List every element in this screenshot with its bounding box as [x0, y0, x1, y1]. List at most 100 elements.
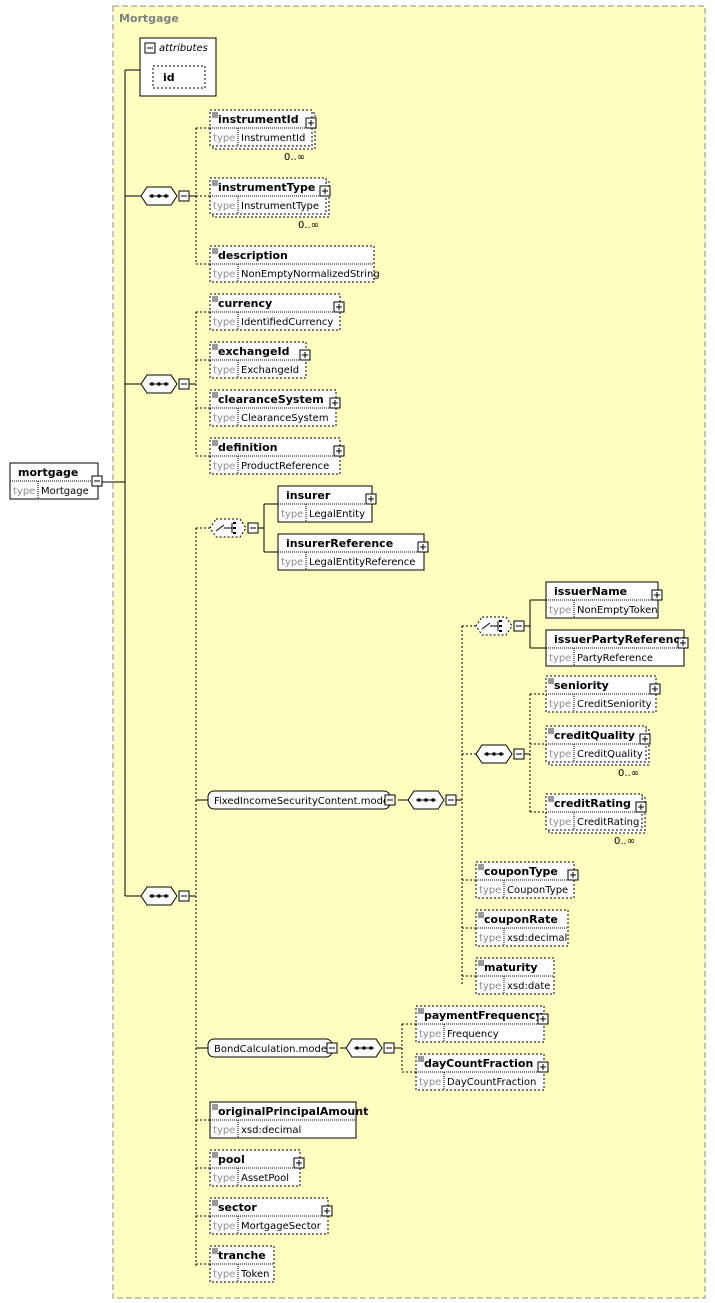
element-name: paymentFrequency [424, 1009, 543, 1022]
element-description[interactable] [209, 245, 375, 283]
annotation-icon [478, 960, 484, 966]
type-key: type [549, 749, 571, 760]
type-value: NonEmptyToken [577, 605, 658, 616]
type-value: CreditQuality [577, 749, 643, 760]
element-seniority[interactable] [545, 675, 657, 713]
type-value: Token [240, 1269, 269, 1280]
type-value: InstrumentId [241, 133, 305, 144]
element-name: insurerReference [286, 537, 393, 550]
annotation-icon [212, 1152, 218, 1158]
attributes-title: attributes [159, 43, 208, 54]
annotation-icon [212, 180, 218, 186]
type-key: type [213, 1269, 235, 1280]
element-sector[interactable] [209, 1197, 329, 1235]
element-instrumentId[interactable] [209, 109, 313, 147]
element-name: insurer [286, 489, 331, 502]
annotation-icon [212, 248, 218, 254]
element-name: issuerPartyReference [554, 633, 688, 646]
type-key: type [281, 509, 303, 520]
type-value: ProductReference [241, 461, 329, 472]
type-key: type [213, 133, 235, 144]
type-key: type [213, 1173, 235, 1184]
element-name: maturity [484, 961, 538, 974]
type-key: type [479, 885, 501, 896]
sequence-3[interactable] [140, 886, 178, 906]
type-value: xsd:decimal [507, 933, 567, 944]
annotation-icon [478, 864, 484, 870]
type-value: CreditSeniority [577, 699, 652, 710]
element-tranche[interactable] [209, 1245, 275, 1283]
element-dayCountFraction[interactable] [415, 1053, 545, 1091]
group-label: BondCalculation.model [214, 1044, 330, 1055]
type-value: NonEmptyNormalizedString [241, 269, 380, 280]
element-paymentFrequency[interactable] [415, 1005, 545, 1043]
element-instrumentType[interactable] [209, 177, 327, 215]
type-key: type [13, 486, 35, 497]
type-key: type [213, 269, 235, 280]
element-name: couponRate [484, 913, 558, 926]
element-maturity[interactable] [475, 957, 555, 995]
annotation-icon [478, 912, 484, 918]
type-key: type [419, 1077, 441, 1088]
type-value: ClearanceSystem [241, 413, 329, 424]
type-key: type [213, 413, 235, 424]
type-key: type [281, 557, 303, 568]
type-key: type [479, 981, 501, 992]
choice-insurer[interactable] [209, 518, 247, 538]
element-creditRating[interactable] [545, 793, 643, 831]
element-issuerName[interactable] [545, 581, 659, 619]
type-value: xsd:date [507, 981, 550, 992]
element-name: creditRating [554, 797, 631, 810]
element-insurer[interactable] [277, 485, 373, 523]
occurrence-label: 0..∞ [298, 220, 319, 231]
type-value: AssetPool [241, 1173, 289, 1184]
type-key: type [479, 933, 501, 944]
element-name: definition [218, 441, 278, 454]
occurrence-label: 0..∞ [614, 836, 635, 847]
element-couponRate[interactable] [475, 909, 569, 947]
element-insurerReference[interactable] [277, 533, 425, 571]
element-pool[interactable] [209, 1149, 301, 1187]
annotation-icon [212, 296, 218, 302]
element-mortgage[interactable] [9, 462, 99, 500]
connector-lines [102, 69, 546, 1266]
element-exchangeId[interactable] [209, 341, 307, 379]
attribute-id[interactable] [152, 65, 206, 89]
element-name: clearanceSystem [218, 393, 324, 406]
occurrence-label: 0..∞ [284, 152, 305, 163]
type-value: Mortgage [41, 486, 89, 497]
group-label: FixedIncomeSecurityContent.model [214, 796, 392, 807]
element-originalPrincipalAmount[interactable] [209, 1101, 357, 1139]
sequence-2[interactable] [140, 374, 178, 394]
type-value: MortgageSector [241, 1221, 322, 1232]
type-value: PartyReference [577, 653, 653, 664]
element-name: creditQuality [554, 729, 635, 742]
element-name: description [218, 249, 288, 262]
element-name: instrumentId [218, 113, 299, 126]
occurrence-label: 0..∞ [618, 768, 639, 779]
type-value: CouponType [507, 885, 568, 896]
annotation-icon [418, 1056, 424, 1062]
element-name: originalPrincipalAmount [218, 1105, 368, 1118]
type-key: type [549, 817, 571, 828]
choice-issuer[interactable] [475, 616, 513, 636]
annotation-icon [548, 796, 554, 802]
sequence-fixed-income[interactable] [407, 790, 445, 810]
sequence-1[interactable] [140, 186, 178, 206]
element-name: mortgage [18, 466, 78, 479]
type-key: type [213, 317, 235, 328]
annotation-icon [212, 1200, 218, 1206]
element-issuerPartyReference[interactable] [545, 629, 685, 667]
type-key: type [213, 201, 235, 212]
element-definition[interactable] [209, 437, 341, 475]
element-creditQuality[interactable] [545, 725, 647, 763]
annotation-icon [212, 392, 218, 398]
annotation-icon [212, 1248, 218, 1254]
type-key: type [213, 365, 235, 376]
element-name: couponType [484, 865, 558, 878]
sequence-bond[interactable] [345, 1038, 383, 1058]
element-name: dayCountFraction [424, 1057, 533, 1070]
sequence-credit[interactable] [475, 744, 513, 764]
annotation-icon [548, 678, 554, 684]
